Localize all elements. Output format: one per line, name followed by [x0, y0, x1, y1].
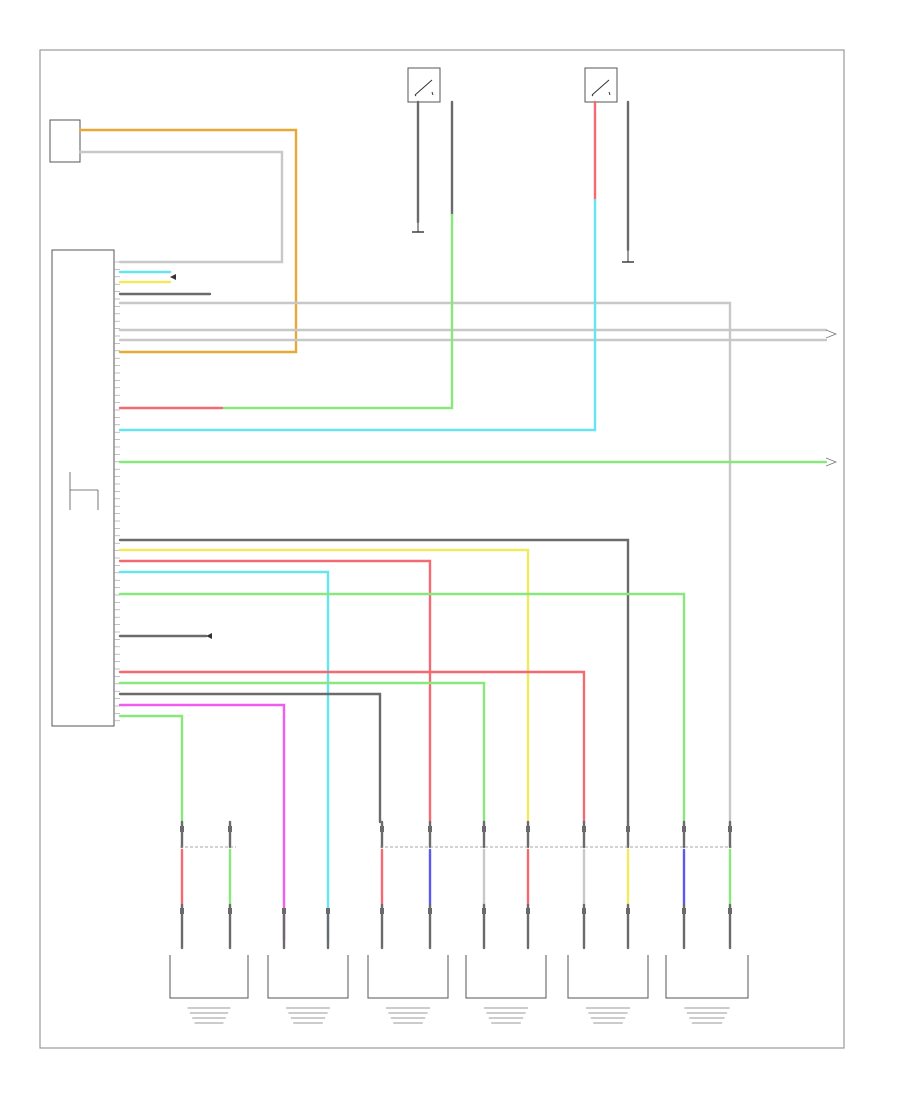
connector-pin: [380, 908, 384, 914]
connector-pin: [228, 826, 232, 832]
wire-green-switch: [220, 213, 454, 410]
internal-bracket: [69, 472, 99, 510]
connector-pin: [526, 908, 530, 914]
wire-green-bundle-2: [118, 681, 486, 824]
connector-pin: [526, 826, 530, 832]
wires: [78, 100, 828, 950]
wire-gray-bundle: [118, 538, 630, 824]
sensor-bracket: [567, 955, 649, 999]
sensor-bracket: [267, 955, 349, 999]
connector-pin: [626, 908, 630, 914]
wire-green-bundle-3: [118, 714, 184, 824]
wire-cyan-bundle: [118, 570, 330, 942]
connector-pin: [380, 826, 384, 832]
switch-icon: [414, 79, 434, 97]
diagram-frame: [39, 49, 845, 1049]
wire-cyan-switch: [118, 198, 597, 432]
connector-pin: [228, 908, 232, 914]
connector-pin: [582, 826, 586, 832]
sensor-bracket: [665, 955, 749, 999]
connector-pin: [582, 908, 586, 914]
wire-magenta-bundle: [118, 703, 286, 942]
wire-red-bundle-2: [118, 670, 586, 824]
sensor-group: [169, 955, 749, 1024]
connector-pin: [326, 908, 330, 914]
control-unit-pins: [114, 261, 120, 722]
wire-light-gray: [78, 150, 284, 264]
connector-pin: [282, 908, 286, 914]
connector-pin: [180, 826, 184, 832]
connector-pin: [728, 908, 732, 914]
ground-icon: [412, 222, 424, 233]
connector-pin: [626, 826, 630, 832]
arrow-icon: [170, 274, 212, 639]
sensor-bracket: [465, 955, 547, 999]
connector-pin: [428, 826, 432, 832]
connector-pin: [728, 826, 732, 832]
wire-light-gray-long: [118, 301, 732, 824]
connector-pin: [482, 908, 486, 914]
top-left-component: [49, 119, 81, 163]
wire-gray-bundle-2: [118, 692, 382, 824]
wire-green-bundle: [118, 592, 686, 824]
control-unit: [51, 249, 115, 727]
wire-orange: [78, 128, 298, 354]
sensor-bracket: [367, 955, 449, 999]
wire-red-bundle: [118, 559, 432, 824]
connector-pin: [428, 908, 432, 914]
switch-icon: [591, 79, 611, 97]
sensor-bracket: [169, 955, 249, 999]
connector-pin: [682, 826, 686, 832]
ground-icon: [622, 250, 634, 263]
connector-pin: [482, 826, 486, 832]
switch-right: [584, 67, 618, 103]
arrow-icon: [825, 329, 838, 467]
connector-pin: [180, 908, 184, 914]
wire-yellow-bundle: [118, 548, 530, 824]
switch-left: [407, 67, 441, 103]
connector-pin: [682, 908, 686, 914]
